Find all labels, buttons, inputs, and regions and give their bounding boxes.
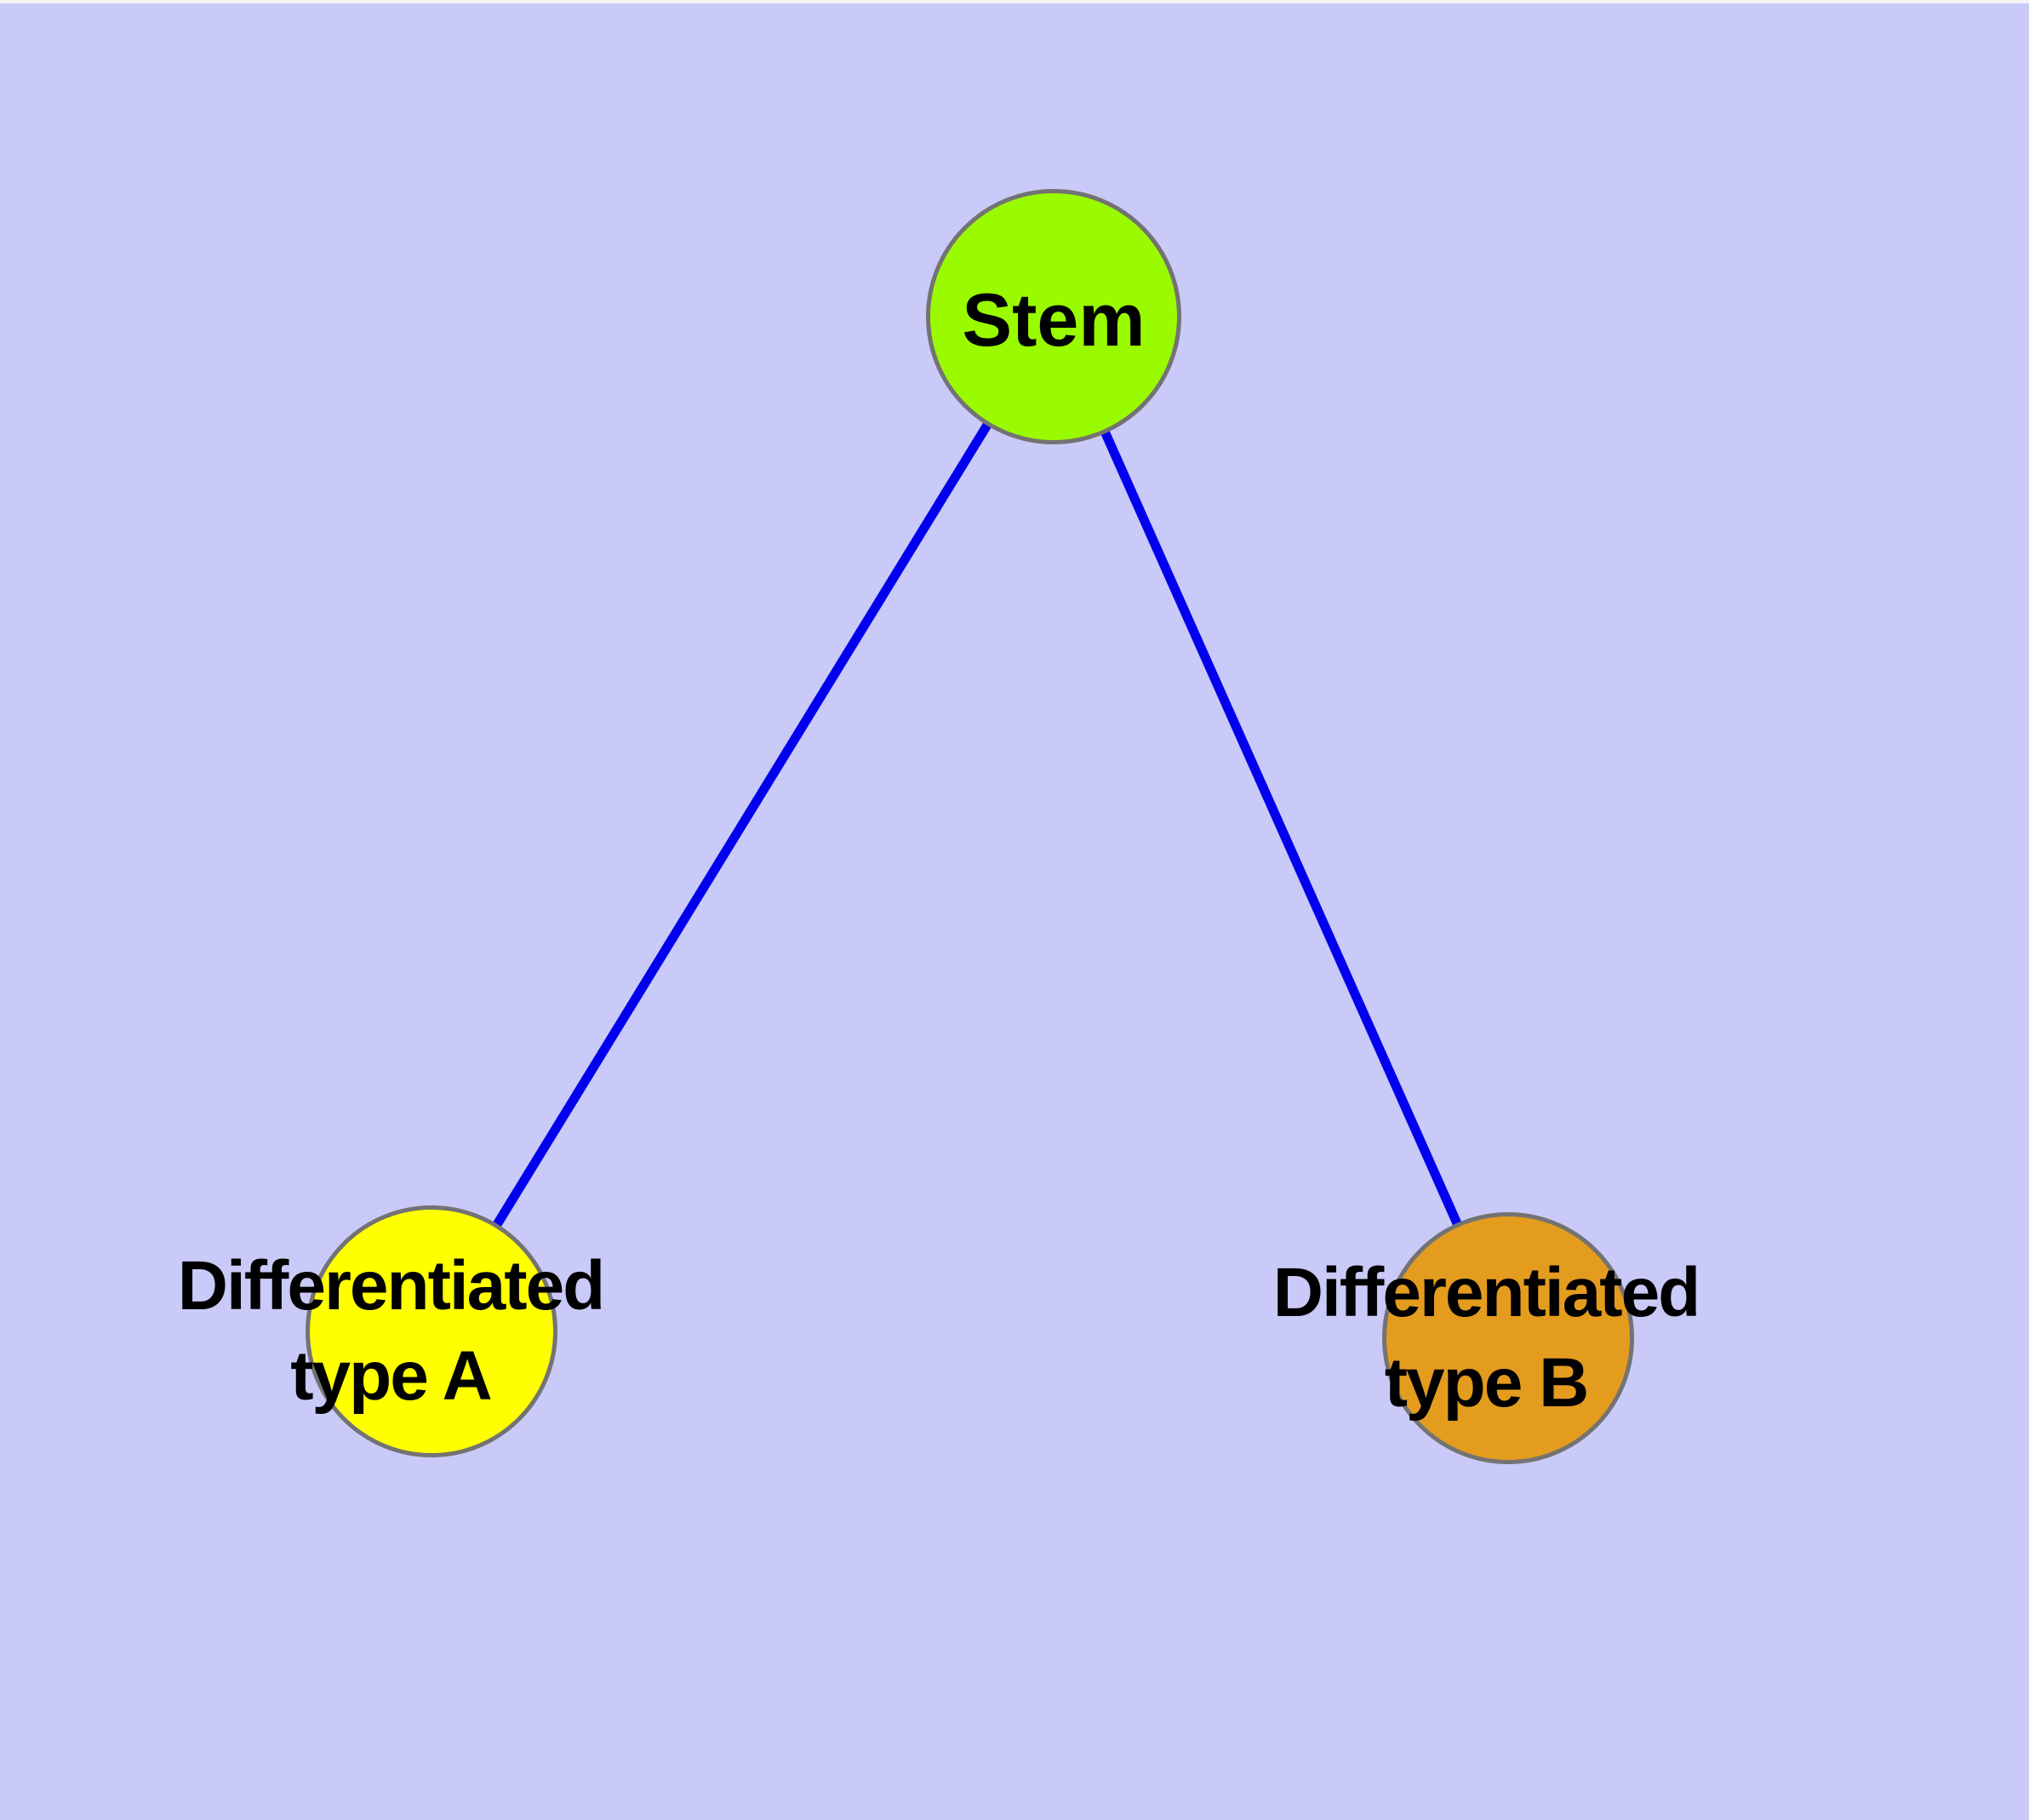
type-a-label-line-2: type A <box>290 1337 493 1415</box>
type-a-node-circle <box>306 1205 557 1457</box>
stem-label-line-1: Stem <box>962 278 1146 362</box>
stem-node-circle <box>926 189 1181 444</box>
edge-stem-to-type-a <box>427 314 1058 1334</box>
top-border <box>0 0 2029 3</box>
type-a-label-line-1: Differentiated <box>177 1247 606 1325</box>
type-b-label-line-2: type B <box>1384 1344 1590 1422</box>
type-a-node-label: Differentiated type A <box>177 1241 606 1422</box>
edge-stem-to-type-b <box>1049 314 1513 1341</box>
type-b-node-label: Differentiated type B <box>1272 1248 1701 1428</box>
type-b-node-circle <box>1382 1212 1634 1464</box>
stem-node-label: Stem <box>962 275 1145 365</box>
type-b-label-line-1: Differentiated <box>1272 1254 1701 1331</box>
